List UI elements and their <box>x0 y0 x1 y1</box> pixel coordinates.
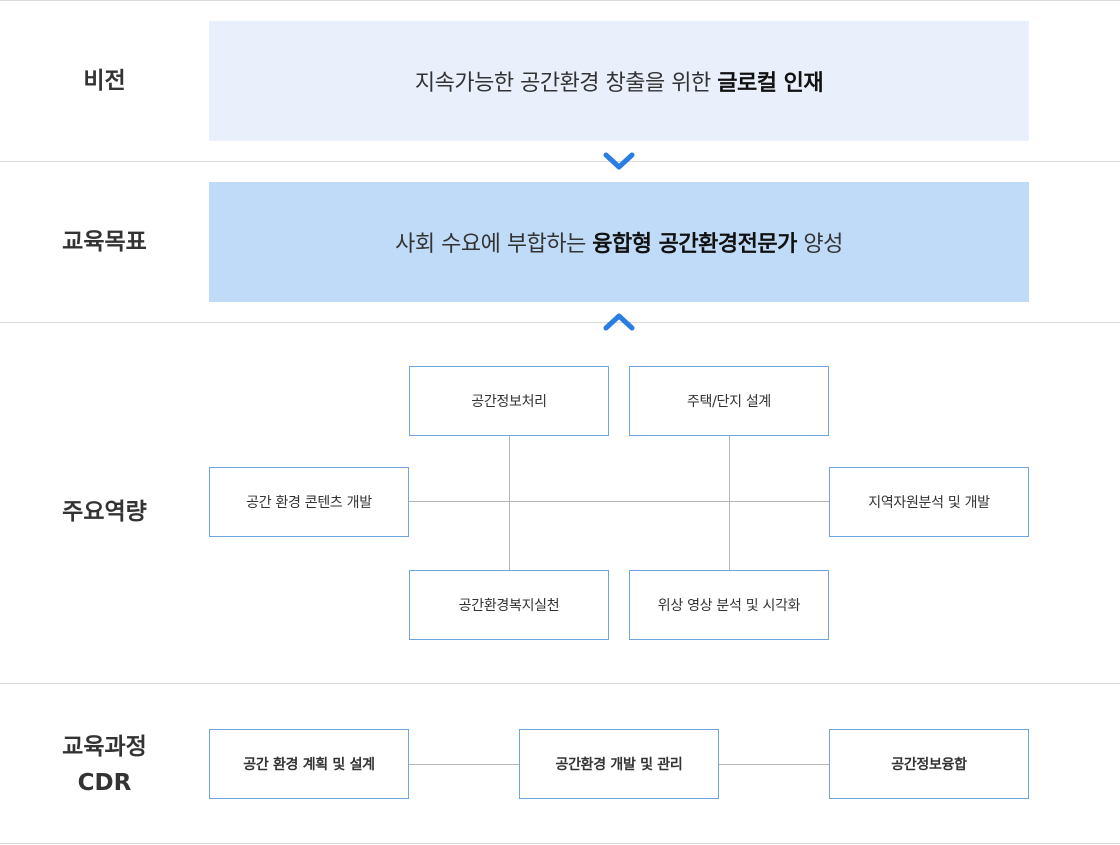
vision-text-normal: 지속가능한 공간환경 창출을 위한 <box>414 71 718 96</box>
curriculum-label-line1: 교육과정 <box>62 734 147 760</box>
competency-box: 지역자원분석 및 개발 <box>829 467 1029 537</box>
competency-horizontal-connector <box>409 501 829 502</box>
competency-vertical-connector-left <box>509 435 510 570</box>
chevron-down-icon <box>603 152 635 170</box>
vision-banner: 지속가능한 공간환경 창출을 위한 글로컬 인재 <box>209 21 1029 141</box>
vision-label: 비전 <box>83 68 126 94</box>
goal-label: 교육목표 <box>62 229 147 255</box>
divider-vision-goal <box>0 161 1120 162</box>
competency-label: 주요역량 <box>62 499 147 525</box>
divider-top <box>0 0 1120 1</box>
divider-goal-competency <box>0 322 1120 323</box>
curriculum-label: 교육과정 CDR <box>0 729 209 801</box>
goal-text-suffix: 양성 <box>796 232 843 257</box>
goal-text: 사회 수요에 부합하는 융합형 공간환경전문가 양성 <box>395 226 843 258</box>
competency-box: 공간환경복지실천 <box>409 570 609 640</box>
competency-box: 공간 환경 콘텐츠 개발 <box>209 467 409 537</box>
divider-bottom <box>0 843 1120 844</box>
goal-text-normal: 사회 수요에 부합하는 <box>395 232 593 257</box>
curriculum-step-box: 공간 환경 계획 및 설계 <box>209 729 409 799</box>
competency-box: 공간정보처리 <box>409 366 609 436</box>
goal-banner: 사회 수요에 부합하는 융합형 공간환경전문가 양성 <box>209 182 1029 302</box>
curriculum-step-box: 공간환경 개발 및 관리 <box>519 729 719 799</box>
competency-box: 주택/단지 설계 <box>629 366 829 436</box>
goal-text-bold: 융합형 공간환경전문가 <box>592 232 797 257</box>
competency-vertical-connector-right <box>729 435 730 570</box>
vision-text-bold: 글로컬 인재 <box>717 71 824 96</box>
competency-box: 위상 영상 분석 및 시각화 <box>629 570 829 640</box>
curriculum-step-box: 공간정보융합 <box>829 729 1029 799</box>
divider-competency-curriculum <box>0 683 1120 684</box>
curriculum-label-line2: CDR <box>77 770 132 796</box>
chevron-up-icon <box>603 313 635 331</box>
vision-text: 지속가능한 공간환경 창출을 위한 글로컬 인재 <box>414 65 824 97</box>
